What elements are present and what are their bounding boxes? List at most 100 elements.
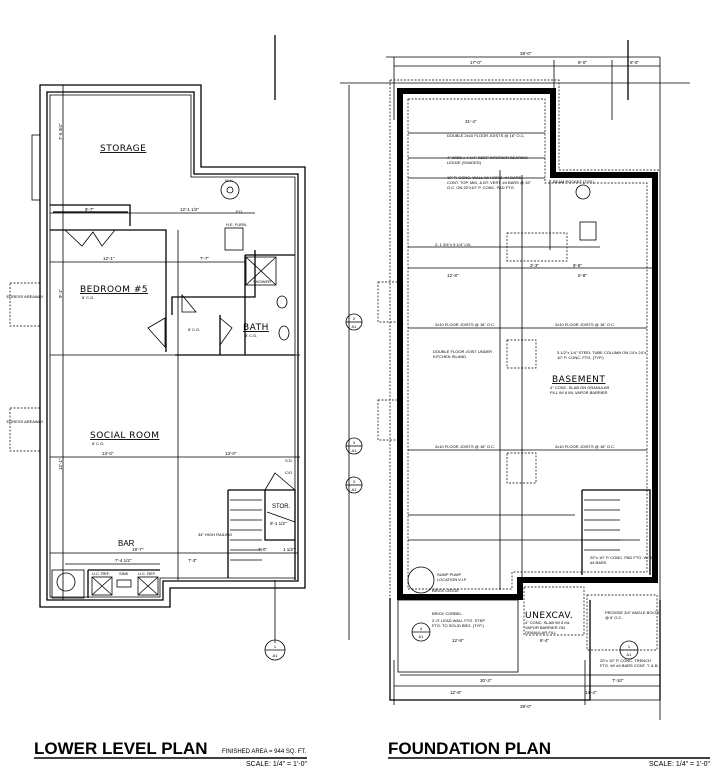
room-social: SOCIAL ROOM (90, 431, 159, 441)
section-marker[interactable]: 1 A1 (264, 639, 286, 661)
dim: 12'-8" (450, 690, 462, 695)
powder-closet (51, 569, 85, 599)
unexcav-walls (389, 598, 661, 701)
foundation-title: FOUNDATION PLAN (388, 739, 551, 758)
shower-x (245, 256, 277, 286)
note-wrap: SUMP PUMP LOCATION V.I.F. (437, 572, 468, 582)
round-fixture (56, 572, 76, 592)
fd-label: F.D. (236, 209, 243, 214)
bedroom-ceiling: 8' C.G. (82, 295, 94, 300)
closet-ceiling: 8' C.G. (188, 327, 200, 332)
section-marker-3a[interactable]: 3 A1 (345, 437, 363, 455)
note-pad-ftg: 20"x 10" P. CONC. PAD FTG. W/ 3- #4 BARS (590, 555, 654, 565)
dim: 8'-0" (578, 60, 587, 65)
front-footing (397, 599, 519, 673)
bar-counter (87, 569, 160, 598)
note-wrap: 10" P. CONC. WALL W/ HORIZ. #4 BARS CONT… (447, 175, 532, 190)
section-number: 1 (628, 644, 631, 649)
note-wrap: 20"x 10" P. CONC. TRENCH FTG. W/ #4 BARS… (600, 658, 659, 668)
room-bath: BATH (243, 323, 269, 333)
finished-area: FINISHED AREA = 944 SQ. FT. (222, 749, 307, 755)
note-wrap: 2'-0" LEAD WALL FTG. STEP FTG. TO SOLID … (432, 618, 485, 628)
dim: 7'-4 1/2" (115, 558, 132, 563)
stair-walls (581, 489, 651, 575)
pad-footing-1 (506, 232, 568, 262)
lower-level-plan: EGRESS AREAWAY EGRESS AREAWAY STORAGE BE… (7, 35, 308, 768)
bearing-ledge (407, 98, 648, 590)
pad-footing-3 (506, 452, 537, 484)
dim: 12'-8" (452, 638, 464, 643)
beam-lines (499, 170, 551, 590)
egress-well-1 (377, 281, 401, 323)
toilet (276, 295, 288, 309)
dimension-lines (50, 85, 300, 600)
section-marker-4[interactable]: 4 A1 (411, 622, 431, 642)
section-sheet: A1 (273, 653, 279, 658)
bar-sink (116, 579, 132, 588)
lavatory (278, 325, 290, 341)
lower-level-scale: SCALE: 1/4" = 1'-0" (246, 761, 307, 768)
dim: 8'-0" (630, 60, 639, 65)
dim: 17'-0" (470, 60, 482, 65)
bifold-door (64, 229, 116, 247)
dim: 8'-4" (540, 638, 549, 643)
railing-label: 34" HIGH RAILING (198, 532, 232, 537)
note-lvl: 2- 1 3/4"x 9 1/4" LVL (435, 242, 472, 247)
room-stor: STOR. (272, 504, 291, 510)
dim: 3'-3" (530, 263, 539, 268)
section-number: 1 (274, 644, 277, 649)
pad-footing-2 (506, 339, 537, 369)
note-joists-3: 2x10 FLOOR JOISTS @ 16" O.C. (435, 444, 495, 449)
egress-label-2: EGRESS AREAWAY (7, 419, 44, 424)
note-bearing-ledge: 4" WIDE x 4 1/4" DEEP INTERIOR BEARING L… (447, 155, 529, 165)
note-sump: SUMP PUMP LOCATION V.I.F. (437, 572, 468, 582)
dim: 13'-0" (225, 451, 237, 456)
uc-ref-1 (91, 576, 113, 596)
dim: 30'-3" (480, 678, 492, 683)
dim: 8'-8" (573, 263, 582, 268)
note-double-joist-island: DOUBLE FLOOR JOIST UNDER KITCHEN ISLAND (433, 349, 493, 359)
dim: 1 1/2" (283, 547, 295, 552)
foundation-wall (397, 88, 658, 600)
window-well (31, 134, 41, 201)
unexcav-note-wrap: 4" CONC. SLAB W/ 6 ML VAPOR BARRIER ON G… (525, 620, 570, 635)
bedroom-walls (50, 229, 256, 352)
egress-label-1: EGRESS AREAWAY (7, 294, 44, 299)
sd-label: S.D. (285, 458, 293, 463)
basement-note-wrap: 4" CONC. SLAB ON GRANULAR FILL W/ 6 ML V… (550, 385, 609, 395)
note-beam-pocket: BEAM POCKET (TYP.) (553, 179, 595, 184)
egress-areaway-2 (9, 407, 41, 452)
bath-ceiling: 8' C.G. (245, 333, 257, 338)
dim: 9'-1 1/2" (270, 521, 287, 526)
section-number: 3 (353, 440, 356, 445)
stair-treads (230, 499, 296, 561)
lower-level-title: LOWER LEVEL PLAN (34, 739, 207, 758)
joist-lines (408, 132, 655, 541)
dim: 9'-1" (58, 289, 63, 298)
shower (245, 256, 277, 286)
bath-walls (175, 254, 295, 356)
dim: 7'-10" (612, 678, 624, 683)
note-conc-wall: 10" P. CONC. WALL W/ HORIZ. #4 BARS CONT… (447, 175, 532, 190)
furnace (224, 227, 244, 251)
dim: 5'-8" (578, 273, 587, 278)
section-sheet: A1 (627, 652, 633, 657)
water-heater (575, 184, 591, 200)
unexcav-slab (523, 586, 585, 636)
note-trench-ftg: 20"x 10" P. CONC. TRENCH FTG. W/ #4 BARS… (600, 658, 659, 668)
note-wrap: 20"x 10" P. CONC. PAD FTG. W/ 3- #4 BARS (590, 555, 654, 565)
sink-label: SINK (119, 571, 129, 576)
section-marker-1[interactable]: 1 A1 (619, 640, 639, 660)
stair-treads (584, 499, 620, 551)
section-sheet: A1 (352, 324, 358, 329)
door-swings (147, 293, 233, 349)
note-steel-column: 3 1/2"x 1/4" STEEL TUBE COLUMN ON 24"x 2… (557, 350, 647, 360)
storage-partition (50, 204, 131, 226)
section-marker-3b[interactable]: 3 A1 (345, 476, 363, 494)
section-marker-2[interactable]: 2 A1 (345, 313, 363, 331)
egress-well-2 (377, 399, 401, 441)
dim: 14'-4" (585, 690, 597, 695)
porch-footing (586, 594, 658, 651)
unexcav-note: 4" CONC. SLAB W/ 6 ML VAPOR BARRIER ON G… (525, 620, 570, 635)
exterior-wall-outer (39, 84, 306, 608)
